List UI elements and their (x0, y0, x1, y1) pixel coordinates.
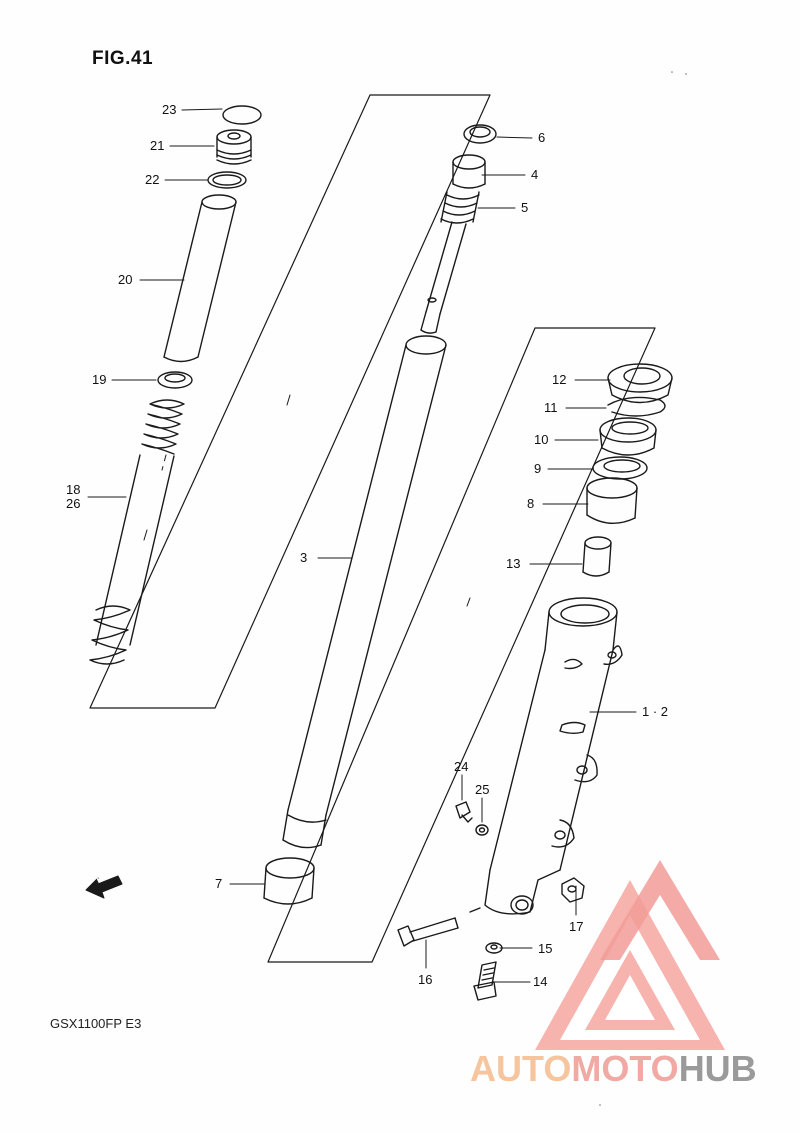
part-25-washer (475, 824, 489, 836)
callout-9: 9 (534, 461, 542, 476)
callout-7: 7 (215, 876, 223, 891)
part-19-washer (157, 371, 193, 389)
callout-6: 6 (538, 130, 546, 145)
callout-18-26: 18 26 (66, 483, 80, 511)
model-code: GSX1100FP E3 (50, 1016, 142, 1031)
leader-lines (87, 108, 637, 983)
watermark-logo (535, 860, 725, 1050)
part-3-inner-tube (282, 335, 447, 849)
right-group-outline (267, 327, 656, 963)
callout-17: 17 (569, 919, 584, 934)
part-9-washer (592, 456, 648, 480)
callout-3: 3 (300, 550, 308, 565)
callout-12: 12 (552, 372, 567, 387)
part-7-bush (263, 857, 315, 905)
callout-22: 22 (145, 172, 160, 187)
callout-15: 15 (538, 941, 553, 956)
part-12-dust-seal (607, 363, 673, 404)
part-10-oil-seal (599, 417, 657, 456)
callout-25: 25 (475, 782, 490, 797)
part-15-washer (485, 942, 503, 954)
part-20-spacer (163, 194, 237, 363)
part-5-piston-rings (440, 191, 480, 224)
callout-1-2: 1 · 2 (642, 704, 669, 719)
scan-specks (599, 71, 687, 1106)
figure-title: FIG.41 (92, 48, 154, 69)
watermark-text: AUTOMOTOHUB (470, 1048, 757, 1090)
watermark-part-1: AUTO (470, 1048, 572, 1089)
callout-26: 26 (66, 496, 81, 511)
watermark-part-2: MOTO (571, 1048, 679, 1089)
callout-4: 4 (531, 167, 539, 182)
callout-20: 20 (118, 272, 133, 287)
callout-23: 23 (162, 102, 177, 117)
part-13-oil-lock (582, 536, 612, 577)
callout-21: 21 (150, 138, 165, 153)
part-6-ring (463, 124, 497, 144)
watermark-part-3: HUB (678, 1048, 757, 1089)
callout-18: 18 (66, 482, 81, 497)
callout-13: 13 (506, 556, 521, 571)
callout-16: 16 (418, 972, 433, 987)
part-22-washer (207, 171, 247, 189)
callout-10: 10 (534, 432, 549, 447)
part-16-bolt (397, 907, 481, 947)
callout-11: 11 (544, 400, 558, 415)
part-21-cap-bolt (216, 129, 252, 165)
group-outlines (89, 94, 656, 963)
part-24-bolt (455, 801, 473, 823)
callout-24: 24 (454, 759, 469, 774)
callout-19: 19 (92, 372, 107, 387)
callout-8: 8 (527, 496, 535, 511)
damper-rod (420, 221, 467, 334)
part-4-piston (452, 154, 486, 189)
part-14-drain-bolt (473, 961, 497, 1001)
fwd-arrow-icon (85, 875, 123, 899)
left-group-outline (89, 94, 491, 709)
part-23-oring (222, 105, 262, 125)
callout-5: 5 (521, 200, 529, 215)
part-11-snap-ring (607, 396, 666, 417)
part-8-guide-bush (586, 477, 638, 524)
part-18-spring (89, 399, 185, 665)
part-1-2-outer-tube (484, 597, 623, 915)
callout-14: 14 (533, 974, 548, 989)
part-17-nut (561, 877, 585, 903)
